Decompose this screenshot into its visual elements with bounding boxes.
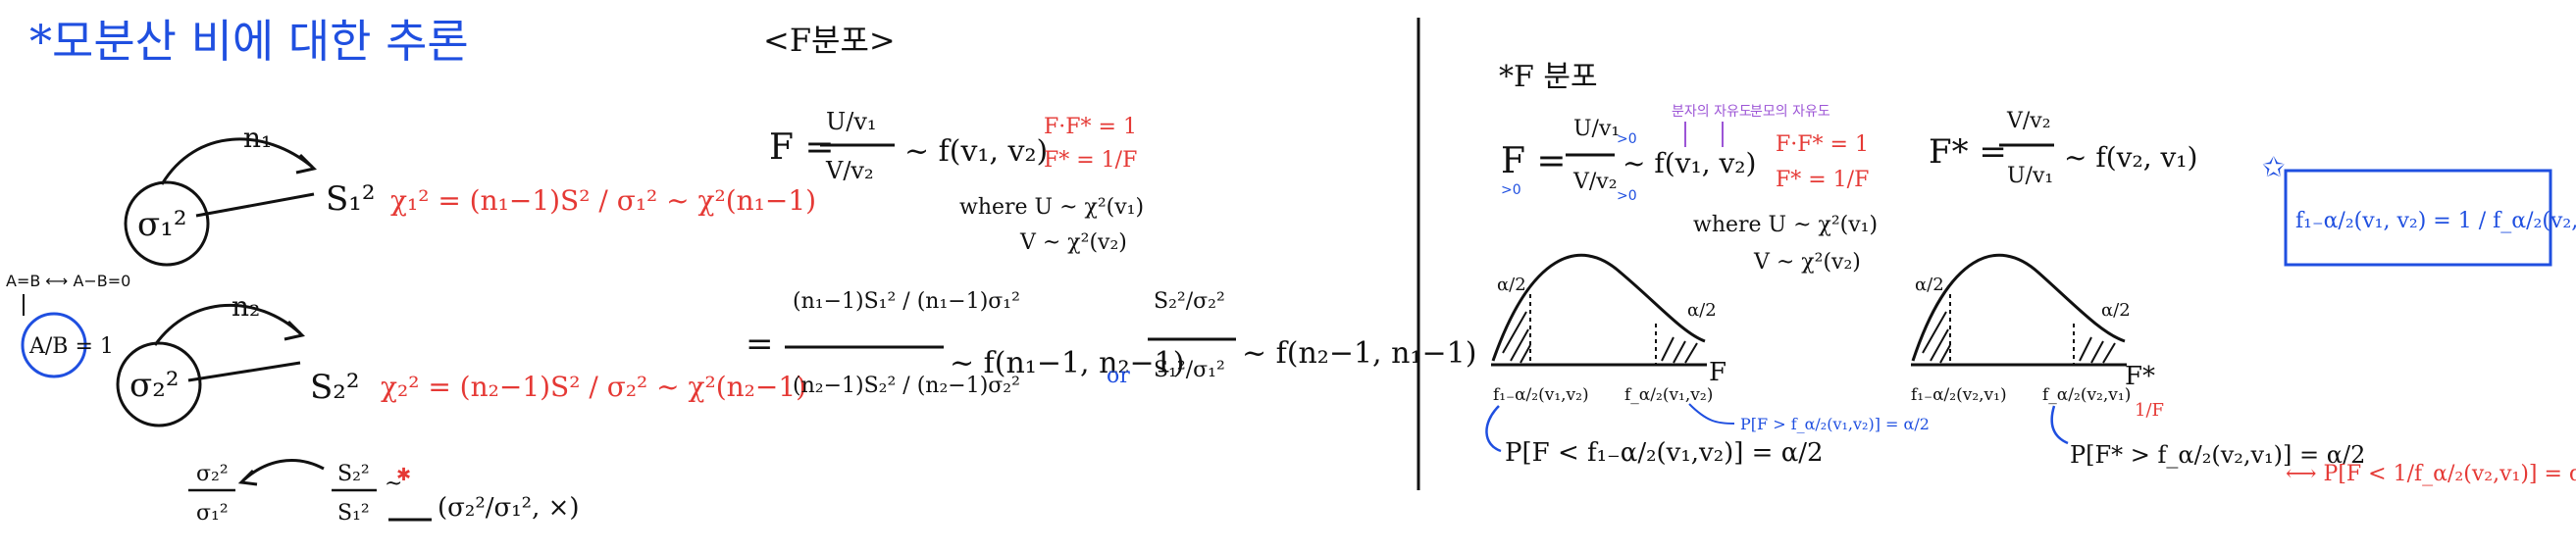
- denominator-df-note: 분모의 자유도: [1750, 104, 1830, 120]
- alt-denominator: S₁²/σ₁²: [1154, 358, 1225, 382]
- bottom-arrow: [241, 459, 325, 482]
- sample-arrow-1: [160, 137, 313, 185]
- star-icon: ✩: [2262, 151, 2285, 183]
- curve1-prob-high: P[F > f_α/₂(v₁,v₂)] = α/2: [1740, 415, 1930, 433]
- n2-label: n₂: [232, 290, 260, 323]
- reciprocal-formula: f₁₋α/₂(v₁, v₂) = 1 / f_α/₂(v₂, v₁): [2295, 209, 2576, 233]
- right-heading: *F 분포: [1499, 60, 1598, 94]
- curve1-prob-low: P[F < f₁₋α/₂(v₁,v₂)] = α/2: [1505, 438, 1824, 468]
- population-circle-2: [116, 341, 202, 427]
- sigma1-label: σ₁²: [137, 205, 186, 244]
- curve2-inverse-note: 1/F: [2135, 400, 2164, 421]
- curve2-axis-label: F*: [2125, 362, 2155, 391]
- curve2-prob: P[F* > f_α/₂(v₂,v₁)] = α/2: [2070, 441, 2365, 469]
- ff-relation-1: F·F* = 1: [1044, 115, 1137, 139]
- big-dist: ~ f(n₁−1, n₂−1): [950, 346, 1184, 380]
- arrow-head-icon: [237, 469, 258, 486]
- section-title: *모분산 비에 대한 추론: [29, 15, 469, 68]
- numerator-df-note: 분자의 자유도: [1672, 104, 1752, 120]
- gt0-left: >0: [1501, 182, 1521, 198]
- arrow-head-icon: [295, 153, 317, 175]
- where-v: V ~ χ²(v₂): [1019, 230, 1127, 255]
- bottom-frac1-num: σ₂²: [196, 462, 229, 486]
- ff-relation-right-1: F·F* = 1: [1776, 132, 1869, 157]
- f-numerator: U/v₁: [826, 108, 877, 135]
- curve2-alpha-left: α/2: [1915, 275, 1944, 295]
- fstar-denominator: U/v₁: [2007, 164, 2053, 188]
- f-distribution-heading: <F분포>: [763, 22, 896, 59]
- f-numerator-right: U/v₁: [1573, 117, 1620, 141]
- sample-line-1: [195, 192, 315, 218]
- curve1-q-high: f_α/₂(v₁,v₂): [1624, 385, 1713, 405]
- or-label: or: [1107, 364, 1130, 388]
- curve2-q-high: f_α/₂(v₂,v₁): [2042, 385, 2131, 405]
- alt-dist: ~ f(n₂−1, n₁−1): [1242, 336, 1476, 371]
- curve1-low-arrow: [1485, 405, 1502, 453]
- curve1-path: [1491, 253, 1706, 362]
- curve1-right-tail-hatch: [1661, 336, 1698, 364]
- curve1-axis-label: F: [1709, 358, 1726, 387]
- fstar-dist: ~ f(v₂, v₁): [2064, 141, 2197, 174]
- big-numerator: (n₁−1)S₁² / (n₁−1)σ₁²: [793, 289, 1020, 314]
- tilde-mark: ~: [385, 472, 402, 496]
- fstar-lhs: F* =: [1929, 132, 2007, 172]
- where-u-right: where U ~ χ²(v₁): [1693, 213, 1878, 237]
- alt-numerator: S₂²/σ₂²: [1154, 289, 1225, 314]
- curve1-alpha-right: α/2: [1687, 300, 1717, 321]
- bottom-frac1-den: σ₁²: [196, 501, 229, 526]
- sample-arrow-2: [153, 304, 302, 346]
- f-dist-right: ~ f(v₁, v₂): [1623, 147, 1756, 179]
- bottom-frac2-den: S₁²: [337, 501, 370, 526]
- arrow-head-icon: [283, 320, 305, 341]
- curve1-left-tail-hatch: [1502, 311, 1531, 364]
- curve2-left-tail-hatch: [1922, 311, 1951, 364]
- big-denominator: (n₂−1)S₂² / (n₂−1)σ₂²: [793, 374, 1020, 398]
- curve2-q-low: f₁₋α/₂(v₂,v₁): [1911, 385, 2007, 405]
- gt0-bottom: >0: [1617, 188, 1637, 204]
- equals-sign: =: [746, 325, 774, 364]
- curve2-equivalence: ⟷ P[F < 1/f_α/₂(v₂,v₁)] = α/2: [2286, 462, 2576, 486]
- chi1-formula: χ₁² = (n₁−1)S² / σ₁² ~ χ²(n₁−1): [390, 184, 816, 217]
- gt0-top: >0: [1617, 131, 1637, 147]
- where-v-right: V ~ χ²(v₂): [1753, 250, 1861, 275]
- s1-label: S₁²: [326, 179, 376, 219]
- n1-label: n₁: [243, 122, 272, 154]
- f-lhs-right: F =: [1501, 141, 1567, 181]
- ab-note: A=B ⟷ A−B=0: [6, 272, 130, 290]
- fstar-numerator: V/v₂: [2006, 109, 2051, 133]
- reciprocal-property-box: [2284, 169, 2552, 267]
- bottom-tail: (σ₂²/σ₁², ×): [438, 493, 580, 523]
- f-lhs: F =: [769, 127, 835, 168]
- chi2-formula: χ₂² = (n₂−1)S² / σ₂² ~ χ²(n₂−1): [381, 371, 806, 403]
- sample-line-2: [187, 361, 301, 382]
- population-circle-1: [124, 180, 210, 267]
- curve1-alpha-left: α/2: [1497, 275, 1526, 295]
- ff-relation-right-2: F* = 1/F: [1776, 168, 1869, 192]
- ff-relation-2: F* = 1/F: [1044, 148, 1137, 173]
- star-mark-icon: ✱: [396, 465, 411, 485]
- ab-ratio: A/B = 1: [28, 334, 114, 359]
- f-denominator: V/v₂: [825, 157, 874, 184]
- bottom-frac2-num: S₂²: [337, 462, 370, 486]
- curve2-alpha-right: α/2: [2101, 300, 2131, 321]
- curve1-high-arrow: [1688, 403, 1735, 425]
- curve2-path: [1911, 253, 2126, 362]
- f-density-curve-1: [1491, 253, 1707, 367]
- f-density-curve-2: [1911, 253, 2127, 367]
- sigma2-label: σ₂²: [129, 366, 179, 405]
- curve2-right-tail-hatch: [2079, 336, 2116, 364]
- curve1-q-low: f₁₋α/₂(v₁,v₂): [1493, 385, 1589, 405]
- where-u: where U ~ χ²(v₁): [959, 195, 1144, 220]
- f-denominator-right: V/v₂: [1572, 170, 1618, 194]
- s2-label: S₂²: [310, 368, 360, 407]
- ab-circle: [21, 312, 87, 378]
- f-dist: ~ f(v₁, v₂): [904, 134, 1048, 169]
- curve2-arrow: [2050, 405, 2069, 445]
